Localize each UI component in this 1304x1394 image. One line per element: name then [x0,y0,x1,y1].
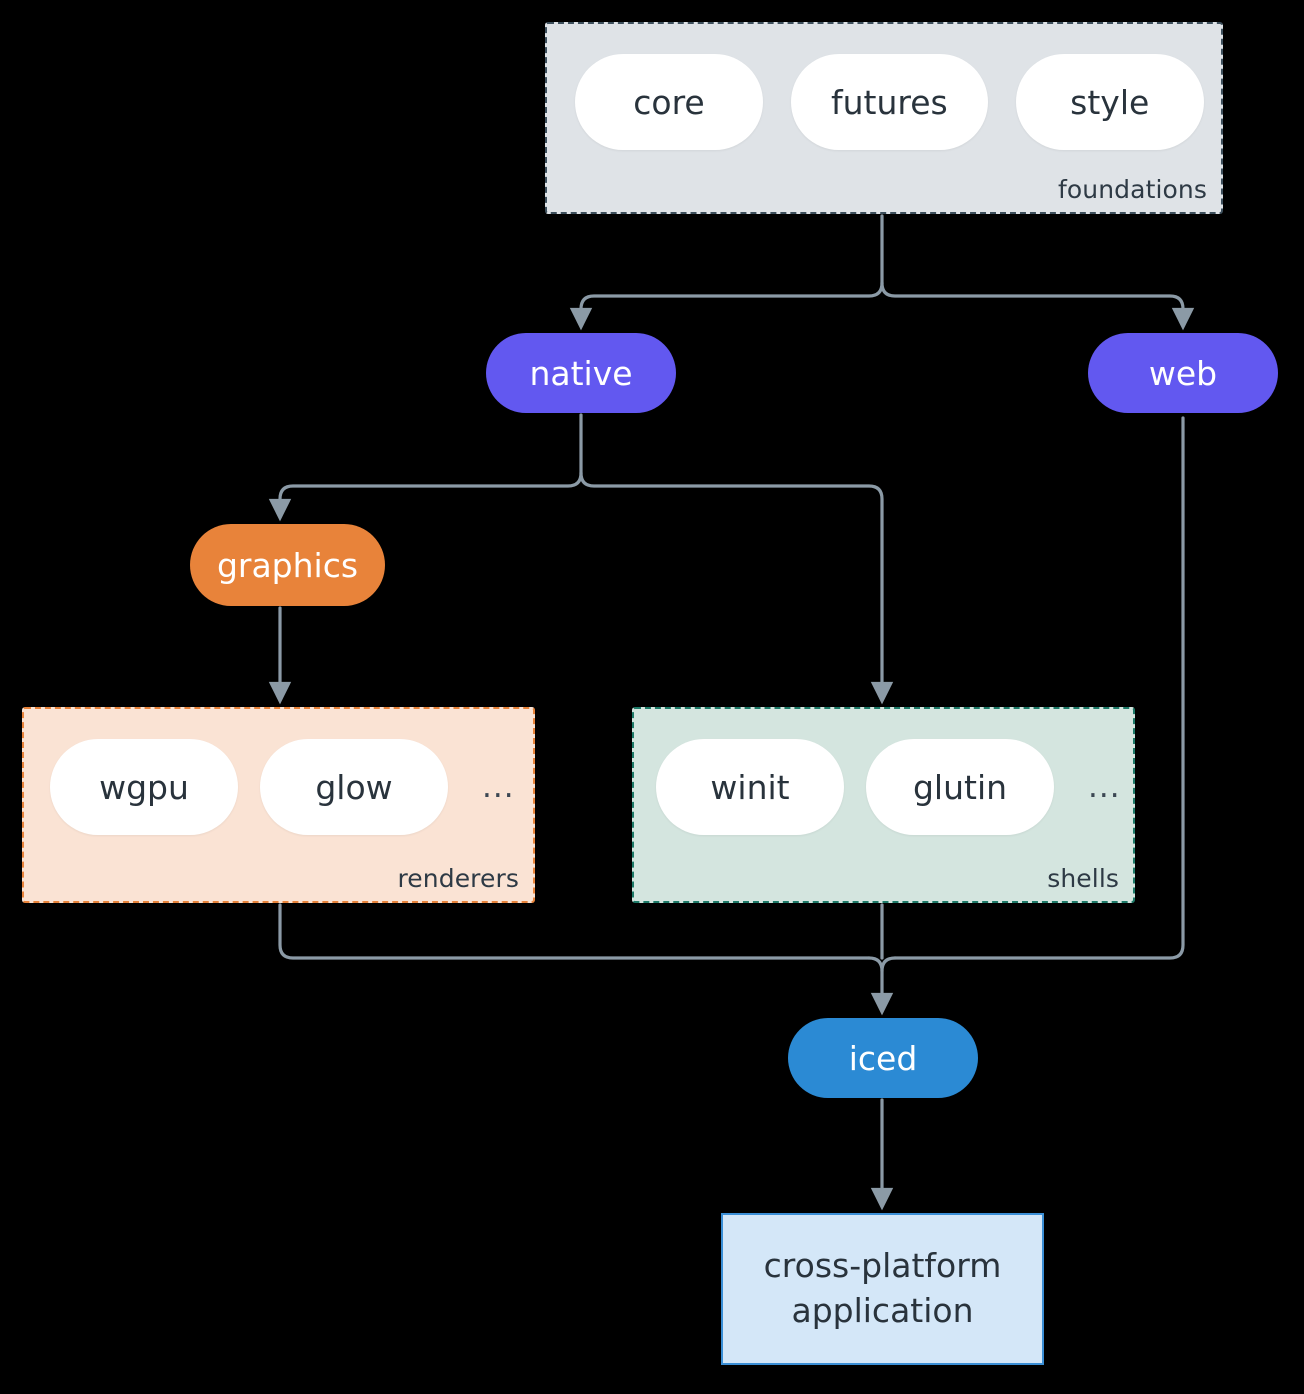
edge-renderers-to-iced [278,903,871,960]
group-renderers: wgpu glow ... renderers [22,707,535,903]
edge-merge-left-to-iced [867,956,894,1016]
node-cross-platform-application[interactable]: cross-platform application [721,1213,1044,1365]
group-shells: winit glutin ... shells [632,707,1135,903]
chip-glow[interactable]: glow [260,739,448,835]
node-graphics[interactable]: graphics [190,524,385,606]
application-label-line1: cross-platform [763,1246,1002,1286]
node-web[interactable]: web [1088,333,1278,413]
application-label-line2: application [791,1291,974,1330]
edge-foundations-to-web [880,281,1195,331]
group-label-shells: shells [1047,864,1119,893]
renderers-more-ellipsis: ... [482,768,515,805]
chip-wgpu[interactable]: wgpu [50,739,238,835]
shells-more-ellipsis: ... [1088,768,1121,805]
chip-style[interactable]: style [1015,54,1204,150]
renderers-item-row: wgpu glow ... [50,739,515,835]
edge-native-to-graphics [268,471,583,522]
chip-winit[interactable]: winit [656,739,844,835]
chip-glutin[interactable]: glutin [866,739,1054,835]
edge-native-to-shells [579,471,894,705]
group-label-renderers: renderers [397,864,519,893]
node-native[interactable]: native [486,333,676,413]
foundations-item-row: core futures style [575,54,1204,150]
chip-futures[interactable]: futures [791,54,988,150]
group-foundations: core futures style foundations [545,22,1223,214]
edge-foundations-to-native [569,281,884,331]
group-label-foundations: foundations [1058,175,1207,204]
chip-core[interactable]: core [575,54,763,150]
node-iced[interactable]: iced [788,1018,978,1098]
shells-item-row: winit glutin ... [656,739,1121,835]
edge-merge-right-to-iced [880,956,897,973]
